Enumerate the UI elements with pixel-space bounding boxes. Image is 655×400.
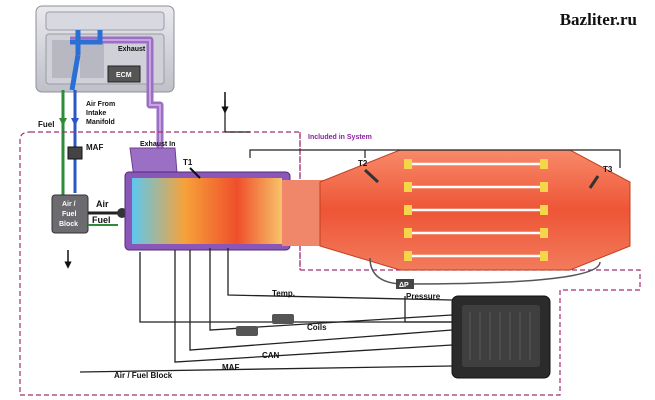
- pressure-line: [369, 257, 601, 285]
- air-from-label-3: Manifold: [86, 119, 115, 126]
- exhaust-in-label: Exhaust In: [140, 141, 175, 148]
- ecm-box: [107, 65, 141, 83]
- coil-2: [272, 314, 294, 324]
- air-label: Air: [96, 199, 109, 209]
- air-arrow-icon: [71, 118, 79, 126]
- t1-sensor: [189, 167, 201, 179]
- pressure-label: Pressure: [406, 292, 441, 301]
- air-from-label-1: Air From: [86, 101, 115, 108]
- t3-sensor: [588, 175, 600, 189]
- t1-label: T1: [183, 158, 193, 167]
- coil-1: [236, 326, 258, 336]
- dpf-plugs: [404, 159, 548, 261]
- fuel-arrow-icon: [59, 118, 67, 126]
- fuel-top-label: Fuel: [38, 120, 54, 129]
- ecm-label: ECM: [116, 72, 132, 79]
- afb-bottom-label: Air / Fuel Block: [114, 371, 173, 380]
- pressure-sensor: [396, 279, 414, 289]
- included-label: Included in System: [308, 134, 372, 141]
- maf-top-label: MAF: [86, 143, 103, 152]
- engine-block: [35, 5, 175, 93]
- p-symbol: ΔP: [399, 282, 409, 289]
- ecu-controller: [451, 295, 551, 379]
- exhaust-label: Exhaust: [118, 46, 146, 53]
- burner-chamber: [132, 178, 282, 244]
- block-label-2: Fuel: [62, 211, 76, 218]
- t2-label: T2: [358, 159, 368, 168]
- block-label-3: Block: [59, 221, 78, 228]
- maf-bottom-label: MAF: [222, 363, 239, 372]
- wiring-top: [249, 149, 621, 168]
- fuel-label: Fuel: [92, 215, 111, 225]
- air-from-label-2: Intake: [86, 110, 106, 117]
- t3-label: T3: [603, 165, 613, 174]
- included-system-border: [19, 131, 641, 396]
- dpf-channels: [410, 162, 548, 258]
- coils-label: Coils: [307, 323, 327, 332]
- watermark-logo: Bazliter.ru: [559, 10, 637, 29]
- exhaust-manifold-inner: [70, 39, 161, 150]
- transition-cone: [282, 180, 330, 246]
- block-label-1: Air /: [62, 201, 76, 208]
- temp-label: Temp.: [272, 289, 295, 298]
- wiring: [79, 100, 453, 373]
- intake-manifold: [69, 30, 103, 91]
- t2-sensor: [363, 168, 380, 184]
- maf-sensor: [67, 146, 83, 160]
- can-label: CAN: [262, 351, 280, 360]
